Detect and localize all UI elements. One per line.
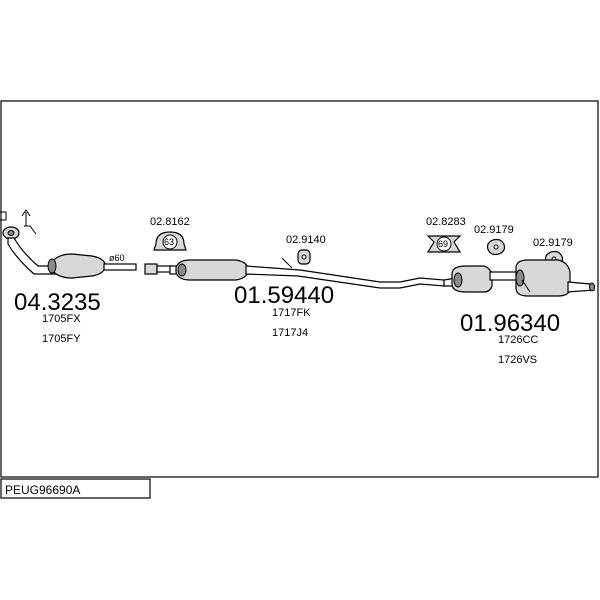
rear-silencer-ref-1: 1726CC xyxy=(498,334,538,346)
front-pipe-code: 04.3235 xyxy=(14,289,101,316)
clamp-2-code: 02.8283 xyxy=(426,216,466,228)
pipe-diameter-label: ø60 xyxy=(109,253,125,263)
diagram-frame xyxy=(0,100,599,478)
front-pipe-assembly xyxy=(0,209,137,279)
clamp-2-icon: 69 xyxy=(426,235,462,253)
clamp-1-badge: 63 xyxy=(164,237,174,247)
bracket-icon xyxy=(0,209,37,235)
clamp-2-badge: 69 xyxy=(438,239,448,249)
front-pipe-ref-2: 1705FY xyxy=(42,333,81,345)
rear-silencer-ref-2: 1726VS xyxy=(498,354,537,366)
rear-silencer-code: 01.96340 xyxy=(460,310,560,337)
middle-silencer-ref-1: 1717FK xyxy=(272,307,311,319)
flange-icon xyxy=(2,226,20,240)
front-pipe-ref-1: 1705FX xyxy=(42,313,81,325)
hanger-1-code: 02.9140 xyxy=(286,234,326,246)
reference-box xyxy=(0,478,151,499)
middle-silencer-code: 01.59440 xyxy=(234,282,334,309)
joint-sleeve xyxy=(144,263,172,275)
clamp-1-icon: 63 xyxy=(153,231,187,251)
hanger-2-icon xyxy=(486,238,506,256)
clamp-1-code: 02.8162 xyxy=(150,216,190,228)
reference-code: PEUG96690A xyxy=(5,483,80,497)
hanger-2-code: 02.9179 xyxy=(474,224,514,236)
middle-silencer-ref-2: 1717J4 xyxy=(272,327,308,339)
rear-silencer-assembly xyxy=(443,259,596,297)
hanger-1-icon xyxy=(297,249,311,265)
hanger-3-code: 02.9179 xyxy=(533,237,573,249)
